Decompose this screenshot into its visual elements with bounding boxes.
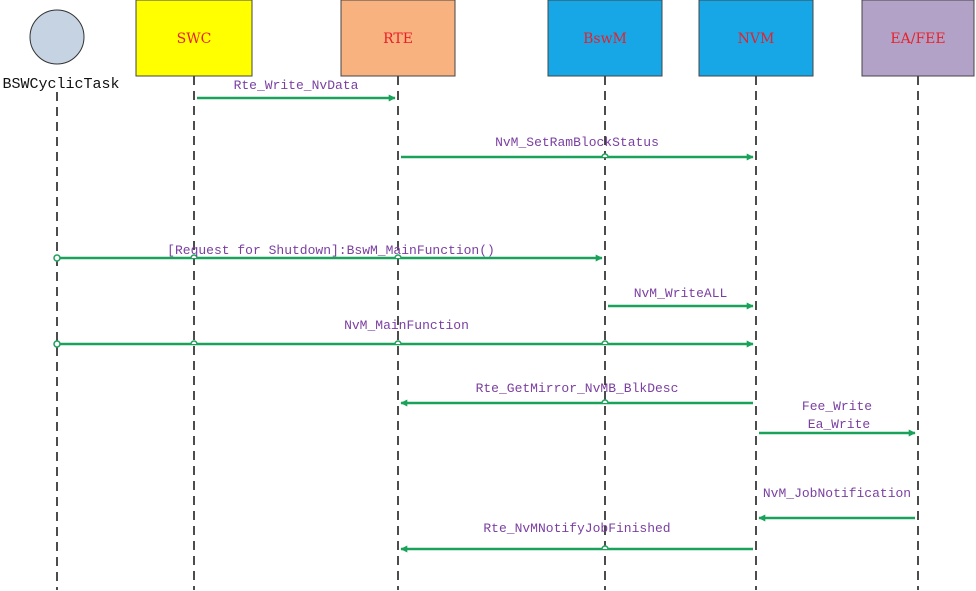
- lifeline-crossing: [394, 254, 402, 259]
- actor-nvm: NVM: [698, 0, 814, 77]
- message-rte-getmirror-nvmb-blkdesc: Rte_GetMirror_NvMB_BlkDesc: [400, 381, 753, 407]
- actor-swc: SWC: [135, 0, 253, 77]
- message-label: Rte_GetMirror_NvMB_BlkDesc: [476, 381, 679, 396]
- message-nvm-writeall: NvM_WriteALL: [608, 286, 754, 310]
- actor-eafee-label: EA/FEE: [890, 31, 945, 47]
- lifeline-crossing: [601, 153, 609, 158]
- message-nvm-setramblockstatus: NvM_SetRamBlockStatus: [401, 135, 754, 161]
- message-label: NvM_JobNotification: [763, 486, 911, 501]
- lifelines: [56, 76, 919, 590]
- message-label: NvM_SetRamBlockStatus: [495, 135, 659, 150]
- actor-nvm-box: [698, 0, 814, 77]
- actor-task: BSWCyclicTask: [2, 9, 120, 93]
- message-origin: [53, 340, 61, 348]
- lifeline-crossing: [190, 340, 198, 345]
- actors: BSWCyclicTask SWC RTE BswM NVM EA/FEE: [2, 0, 975, 93]
- message-label: NvM_WriteALL: [634, 286, 728, 301]
- lifeline-crossing: [601, 399, 609, 404]
- message-rte-write-nvdata: Rte_Write_NvData: [197, 78, 396, 102]
- message-request-for-shutdown-bswm-mainfunction: [Request for Shutdown]:BswM_MainFunction…: [53, 243, 603, 262]
- actor-eafee: EA/FEE: [861, 0, 975, 77]
- actor-bswm-box: [547, 0, 663, 77]
- message-rte-nvmnotifyjobfinished: Rte_NvMNotifyJobFinished: [400, 521, 753, 553]
- lifeline-crossing: [601, 545, 609, 550]
- lifeline-crossing: [190, 254, 198, 259]
- message-nvm-jobnotification: NvM_JobNotification: [758, 486, 915, 522]
- actor-bswm: BswM: [547, 0, 663, 77]
- actor-task-label: BSWCyclicTask: [2, 76, 119, 93]
- actor-rte-box: [340, 0, 456, 77]
- actor-rte-label: RTE: [383, 31, 413, 47]
- lifeline-crossing: [601, 340, 609, 345]
- message-origin: [53, 254, 61, 262]
- message-label: Rte_Write_NvData: [234, 78, 359, 93]
- message-label: [Request for Shutdown]:BswM_MainFunction…: [167, 243, 495, 258]
- actor-rte: RTE: [340, 0, 456, 77]
- message-nvm-mainfunction: NvM_MainFunction: [53, 318, 754, 348]
- actor-task-circle: [29, 9, 85, 65]
- actor-nvm-label: NVM: [738, 31, 775, 47]
- actor-swc-label: SWC: [177, 31, 212, 47]
- lifeline-crossing: [394, 340, 402, 345]
- actor-eafee-box: [861, 0, 975, 77]
- message-label: Fee_Write: [802, 399, 872, 414]
- message-label-secondary: Ea_Write: [808, 417, 870, 432]
- message-label: Rte_NvMNotifyJobFinished: [483, 521, 670, 536]
- actor-bswm-label: BswM: [583, 31, 627, 47]
- message-label: NvM_MainFunction: [344, 318, 469, 333]
- actor-swc-box: [135, 0, 253, 77]
